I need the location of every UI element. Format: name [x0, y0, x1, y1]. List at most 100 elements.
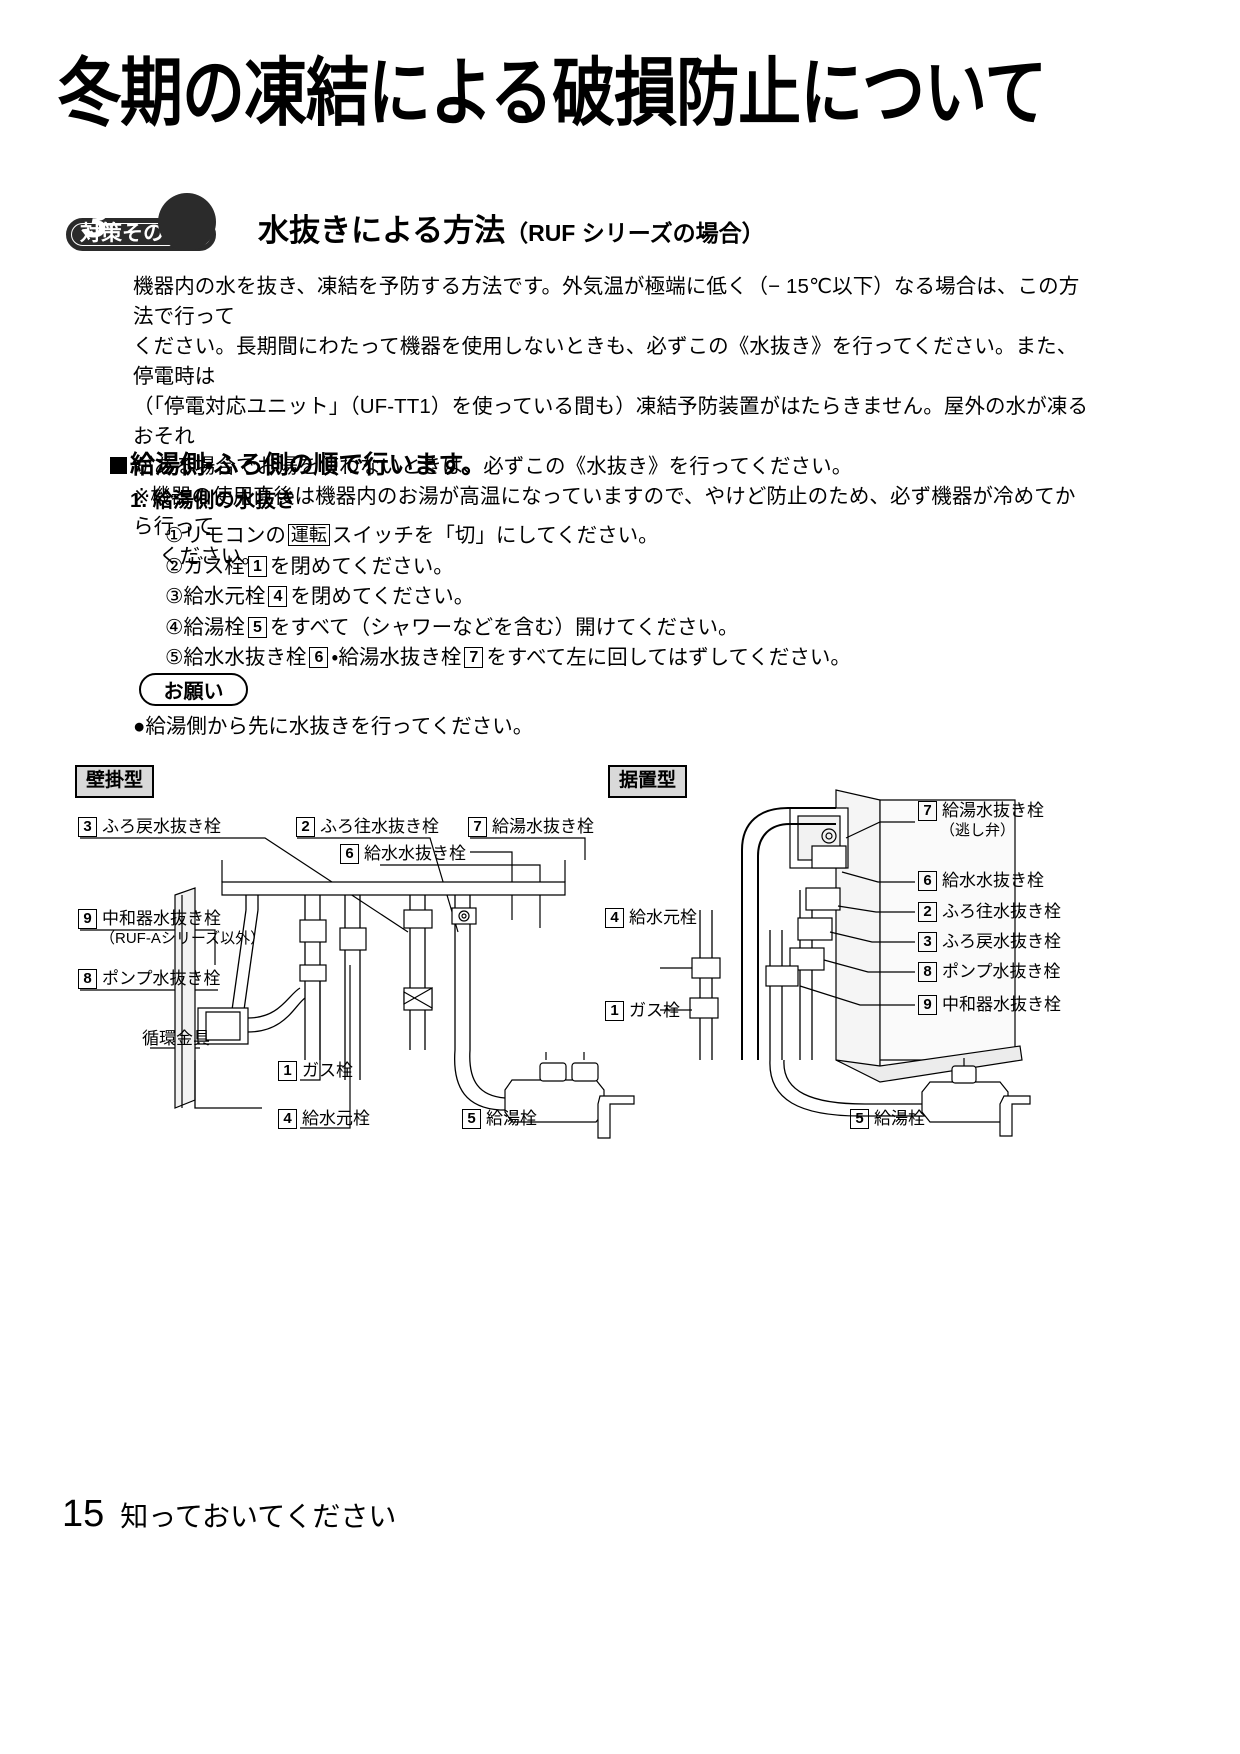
- step-text-pre: 給水元栓: [183, 585, 266, 608]
- callout-wall-7: 7 給湯水抜き栓: [468, 816, 594, 837]
- callout-number: 9: [918, 995, 937, 1015]
- diagram-artwork: [80, 789, 1031, 1139]
- intro-note-line-2: ください。: [159, 545, 262, 568]
- callout-label: 中和器水抜き栓: [942, 995, 1061, 1014]
- callout-label: ふろ戻水抜き栓: [102, 817, 221, 836]
- page-title: 冬期の凍結による破損防止について: [58, 52, 1047, 135]
- callout-floor-9: 9 中和器水抜き栓: [918, 994, 1061, 1015]
- step-text-post: をすべて左に回してはずしてください。: [486, 646, 851, 669]
- section-heading: 給湯側・ふろ側の順で行います。: [110, 450, 486, 480]
- footer-section-label: 知っておいてください: [120, 1501, 397, 1532]
- callout-wall-circulation-fitting: 循環金具: [142, 1028, 210, 1049]
- callout-wall-2: 2 ふろ往水抜き栓: [296, 816, 439, 837]
- callout-label: 給水水抜き栓: [364, 844, 466, 863]
- callout-wall-9: 9 中和器水抜き栓 （RUF-Aシリーズ以外）: [78, 908, 265, 948]
- callout-number: 2: [296, 817, 315, 837]
- page-footer: 15 知っておいてください: [62, 1492, 396, 1539]
- callout-wall-1: 1 ガス栓: [278, 1060, 353, 1081]
- step-boxed-number: 4: [268, 586, 288, 607]
- diagram-tag-wall-mounted: 壁掛型: [75, 765, 155, 798]
- callout-number: 9: [78, 909, 97, 929]
- callout-label: ガス栓: [629, 1001, 680, 1020]
- intro-line-2: ください。長期間にわたって機器を使用しないときも、必ずこの《水抜き》を行ってくだ…: [133, 335, 1078, 388]
- callout-label: 給湯水抜き栓: [942, 801, 1044, 820]
- measure-badge-number: 3: [82, 194, 108, 247]
- callout-floor-6: 6 給水水抜き栓: [918, 870, 1044, 891]
- step-text-pre: 給水水抜き栓: [183, 646, 307, 669]
- callout-number: 3: [78, 817, 97, 837]
- callout-sublabel: （RUF-Aシリーズ以外）: [100, 930, 266, 947]
- onegai-body: ●給湯側から先に水抜きを行ってください。: [133, 715, 534, 738]
- step-marker: ①: [165, 524, 184, 547]
- callout-label: ふろ戻水抜き栓: [942, 932, 1061, 951]
- intro-note-line-1: ※機器の使用直後は機器内のお湯が高温になっていますので、やけど防止のため、必ず機…: [133, 485, 1076, 538]
- callout-label: ふろ往水抜き栓: [320, 817, 439, 836]
- step-text-post: を閉めてください。: [290, 585, 475, 608]
- callout-label: ポンプ水抜き栓: [102, 969, 221, 988]
- measure-header: 対策その 3 水抜きによる方法（RUF シリーズの場合）: [66, 193, 765, 251]
- callout-label: ガス栓: [302, 1061, 353, 1080]
- callout-label: 給水元栓: [629, 908, 697, 927]
- step-text-post: スイッチを「切」にしてください。: [331, 524, 659, 547]
- callout-sublabel: （逃し弁）: [940, 822, 1016, 839]
- step-text-pre: ガス栓: [183, 554, 245, 578]
- step-item: ①リモコンの運転スイッチを「切」にしてください。: [165, 521, 851, 552]
- callout-number: 3: [918, 932, 937, 952]
- callout-wall-3: 3 ふろ戻水抜き栓: [78, 816, 221, 837]
- callout-number: 7: [468, 817, 487, 837]
- callout-label: 給水元栓: [302, 1109, 370, 1128]
- footer-page-number: 15: [62, 1493, 105, 1535]
- callout-number: 4: [605, 908, 624, 928]
- callout-number: 1: [605, 1001, 624, 1021]
- callout-label: 給水水抜き栓: [942, 871, 1044, 890]
- step-boxed-number: 5: [247, 616, 267, 638]
- measure-badge: 対策その 3: [66, 193, 246, 251]
- step-marker: ③: [165, 585, 184, 608]
- callout-label: 循環金具: [142, 1029, 210, 1048]
- step-marker: ②: [165, 554, 184, 578]
- step-boxed-number-2: 7: [464, 647, 484, 668]
- callout-label: ふろ往水抜き栓: [942, 902, 1061, 921]
- intro-paragraph: 機器内の水を抜き、凍結を予防する方法です。外気温が極端に低く（− 15℃以下）な…: [133, 272, 1093, 572]
- callout-wall-6: 6 給水水抜き栓: [340, 843, 466, 864]
- square-bullet-icon: [110, 457, 127, 474]
- callout-number: 1: [278, 1061, 297, 1081]
- step-text-pre: リモコンの: [183, 524, 286, 547]
- step-text-post: を閉めてください。: [269, 554, 454, 578]
- step-text-post: をすべて（シャワーなどを含む）開けてください。: [269, 615, 739, 639]
- measure-heading-main: 水抜きによる方法: [258, 213, 506, 248]
- section-heading-text: 給湯側・ふろ側の順で行います。: [130, 451, 487, 479]
- callout-number: 6: [918, 871, 937, 891]
- step-text-mid: ・給湯水抜き栓: [331, 646, 462, 669]
- callout-wall-4: 4 給水元栓: [278, 1108, 370, 1129]
- callout-floor-2: 2 ふろ往水抜き栓: [918, 901, 1061, 922]
- measure-badge-label: 対策その: [80, 222, 164, 245]
- callout-floor-3: 3 ふろ戻水抜き栓: [918, 931, 1061, 952]
- callout-label: 給湯水抜き栓: [492, 817, 594, 836]
- callout-number: 6: [340, 844, 359, 864]
- step-text-pre: 給湯栓: [183, 615, 245, 639]
- measure-badge-circle: [158, 193, 216, 251]
- step-boxed-label: 運転: [287, 524, 330, 546]
- intro-line-3: （「停電対応ユニット」（UF-TT1）を使っている間も）凍結予防装置がはたらきま…: [133, 395, 1089, 448]
- step-boxed-number: 6: [309, 647, 329, 668]
- callout-number: 5: [462, 1109, 481, 1129]
- callout-label: ポンプ水抜き栓: [942, 962, 1061, 981]
- callout-number: 2: [918, 902, 937, 922]
- callout-floor-4: 4 給水元栓: [605, 907, 697, 928]
- step-marker: ④: [165, 615, 184, 639]
- callout-label: 中和器水抜き栓: [102, 909, 221, 928]
- intro-line-4: がある場合でお湯を使わないときは、必ずこの《水抜き》を行ってください。: [133, 455, 853, 478]
- callout-number: 8: [78, 969, 97, 989]
- callout-number: 4: [278, 1109, 297, 1129]
